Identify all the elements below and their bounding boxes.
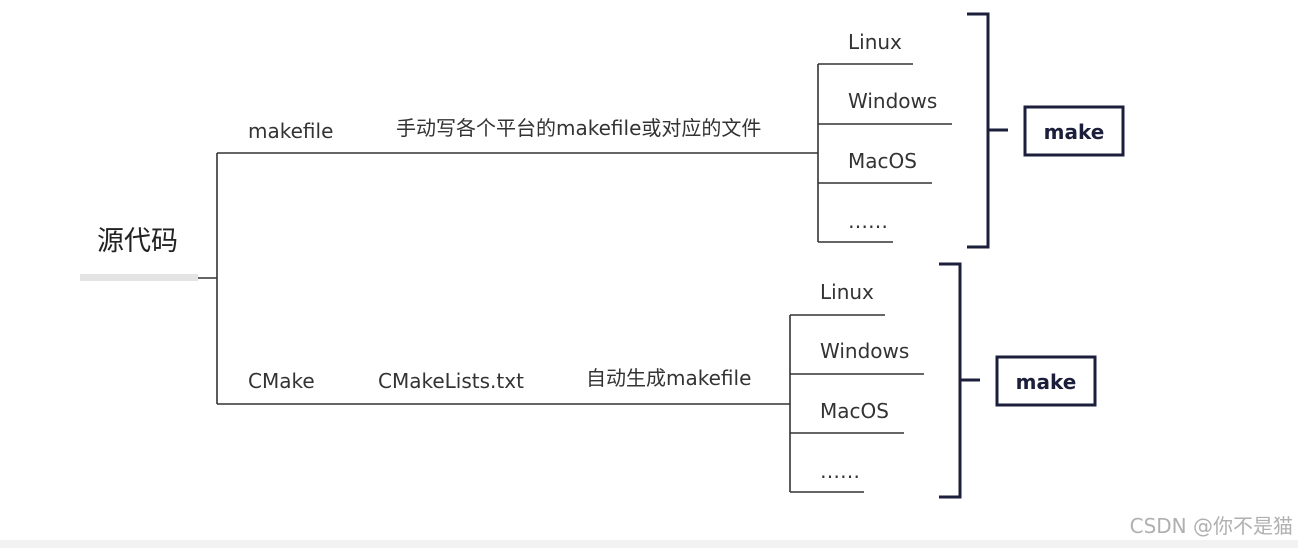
- branch-annotation-auto: 自动生成makefile: [586, 366, 751, 390]
- make-label: make: [1044, 120, 1105, 144]
- watermark: CSDN @你不是猫: [1130, 514, 1293, 538]
- leaf-label-more: ……: [848, 209, 888, 233]
- branch-cmake: CMake CMakeLists.txt 自动生成makefile Linux …: [217, 262, 1097, 499]
- branch-label: CMake: [248, 369, 315, 393]
- leaf-label-more: ……: [820, 459, 860, 483]
- make-box: [1023, 105, 1125, 157]
- bottom-band: [0, 540, 1298, 548]
- bracket: [939, 262, 962, 499]
- make-box: [995, 355, 1097, 407]
- root-underline: [80, 274, 198, 281]
- bracket: [967, 12, 990, 249]
- leaf-label-macos: MacOS: [848, 149, 917, 173]
- branch-makefile: makefile 手动写各个平台的makefile或对应的文件 Linux Wi…: [217, 12, 1125, 249]
- root-label: 源代码: [97, 226, 178, 257]
- branch-annotation-cmakelists: CMakeLists.txt: [378, 369, 524, 393]
- leaf-label-macos: MacOS: [820, 399, 889, 423]
- leaf-label-windows: Windows: [848, 89, 937, 113]
- make-label: make: [1016, 370, 1077, 394]
- leaf-label-linux: Linux: [820, 280, 874, 304]
- leaf-label-linux: Linux: [848, 30, 902, 54]
- trunk-connector: [198, 153, 218, 404]
- branch-annotation: 手动写各个平台的makefile或对应的文件: [396, 116, 761, 140]
- leaf-label-windows: Windows: [820, 339, 909, 363]
- branch-label: makefile: [248, 119, 333, 143]
